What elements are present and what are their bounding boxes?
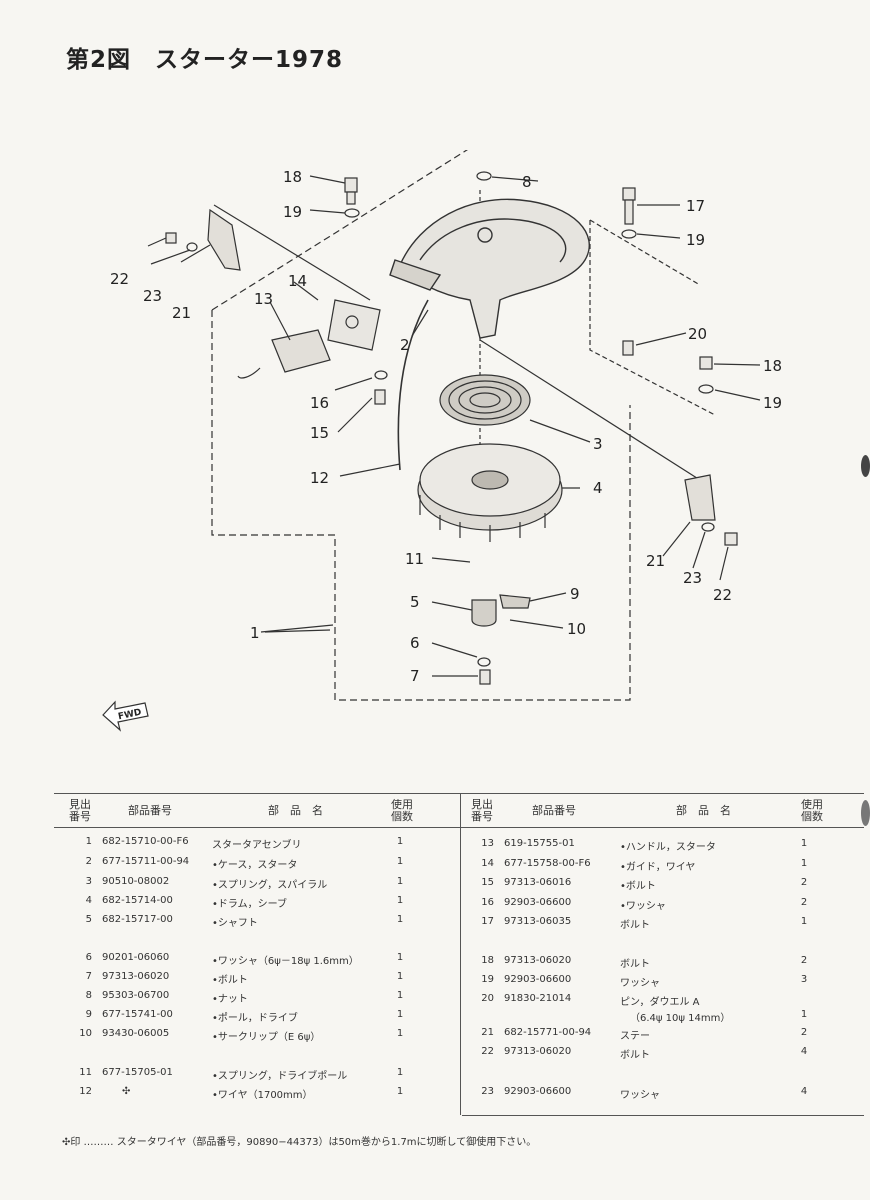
table-header-rule [54, 827, 864, 828]
callout-21: 21 [172, 304, 191, 322]
callout-16: 16 [310, 394, 329, 412]
callout-5: 5 [410, 593, 420, 611]
assembly-boundary [211, 310, 631, 701]
stay-left [207, 208, 241, 271]
starter-case [389, 198, 590, 339]
callout-18: 18 [283, 168, 302, 186]
header-part-no-left: 部品番号 [128, 804, 172, 817]
callout-17: 17 [686, 197, 705, 215]
callout-13: 13 [254, 290, 273, 308]
callout-15: 15 [310, 424, 329, 442]
washers [186, 171, 715, 667]
header-part-no-right: 部品番号 [532, 804, 576, 817]
callout-4: 4 [593, 479, 603, 497]
wire [397, 299, 429, 471]
bolts [165, 177, 738, 685]
header-name-right: 部 品 名 [676, 804, 731, 817]
callout-1: 1 [250, 624, 260, 642]
callout-20: 20 [688, 325, 707, 343]
drum-sheave [417, 443, 563, 542]
callouts: 18 19 8 17 19 22 23 21 14 13 2 20 18 19 … [110, 168, 782, 685]
callout-23b: 23 [683, 569, 702, 587]
fwd-arrow-icon: FWD [102, 700, 149, 732]
callout-19b: 19 [686, 231, 705, 249]
header-no-right: 見出番号 [471, 798, 493, 823]
callout-19c: 19 [763, 394, 782, 412]
drive-pawl [499, 594, 531, 609]
callout-11: 11 [405, 550, 424, 568]
header-qty-left: 使用個数 [391, 798, 413, 823]
spiral-spring [439, 374, 531, 426]
wire-guide [327, 299, 381, 351]
callout-14: 14 [288, 272, 307, 290]
header-name-left: 部 品 名 [268, 804, 323, 817]
callout-6: 6 [410, 634, 420, 652]
callout-10: 10 [567, 620, 586, 638]
table-divider [460, 793, 461, 1115]
callout-7: 7 [410, 667, 420, 685]
callout-21b: 21 [646, 552, 665, 570]
table-top-rule [54, 793, 864, 794]
callout-23: 23 [143, 287, 162, 305]
stay-right [684, 474, 716, 521]
header-qty-right: 使用個数 [801, 798, 823, 823]
callout-18b: 18 [763, 357, 782, 375]
starter-handle [237, 329, 331, 379]
exploded-parts-diagram: FWD 18 19 8 17 19 22 23 21 14 13 2 20 18… [102, 150, 782, 732]
callout-3: 3 [593, 435, 603, 453]
callout-22: 22 [110, 270, 129, 288]
callout-12: 12 [310, 469, 329, 487]
callout-2: 2 [400, 336, 410, 354]
callout-22b: 22 [713, 586, 732, 604]
binding-mark [861, 455, 870, 477]
header-no-left: 見出番号 [69, 798, 91, 823]
callout-9: 9 [570, 585, 580, 603]
callout-8: 8 [522, 173, 532, 191]
page-title: 第2図 スターター1978 [66, 47, 344, 73]
footnote: ✣印 ……… スタータワイヤ（部品番号，90890−44373）は50m巻から1… [62, 1137, 537, 1148]
fwd-label: FWD [117, 708, 142, 723]
binding-mark [861, 800, 870, 826]
callout-19: 19 [283, 203, 302, 221]
shaft [471, 599, 497, 627]
table-bottom-rule [462, 1115, 864, 1116]
